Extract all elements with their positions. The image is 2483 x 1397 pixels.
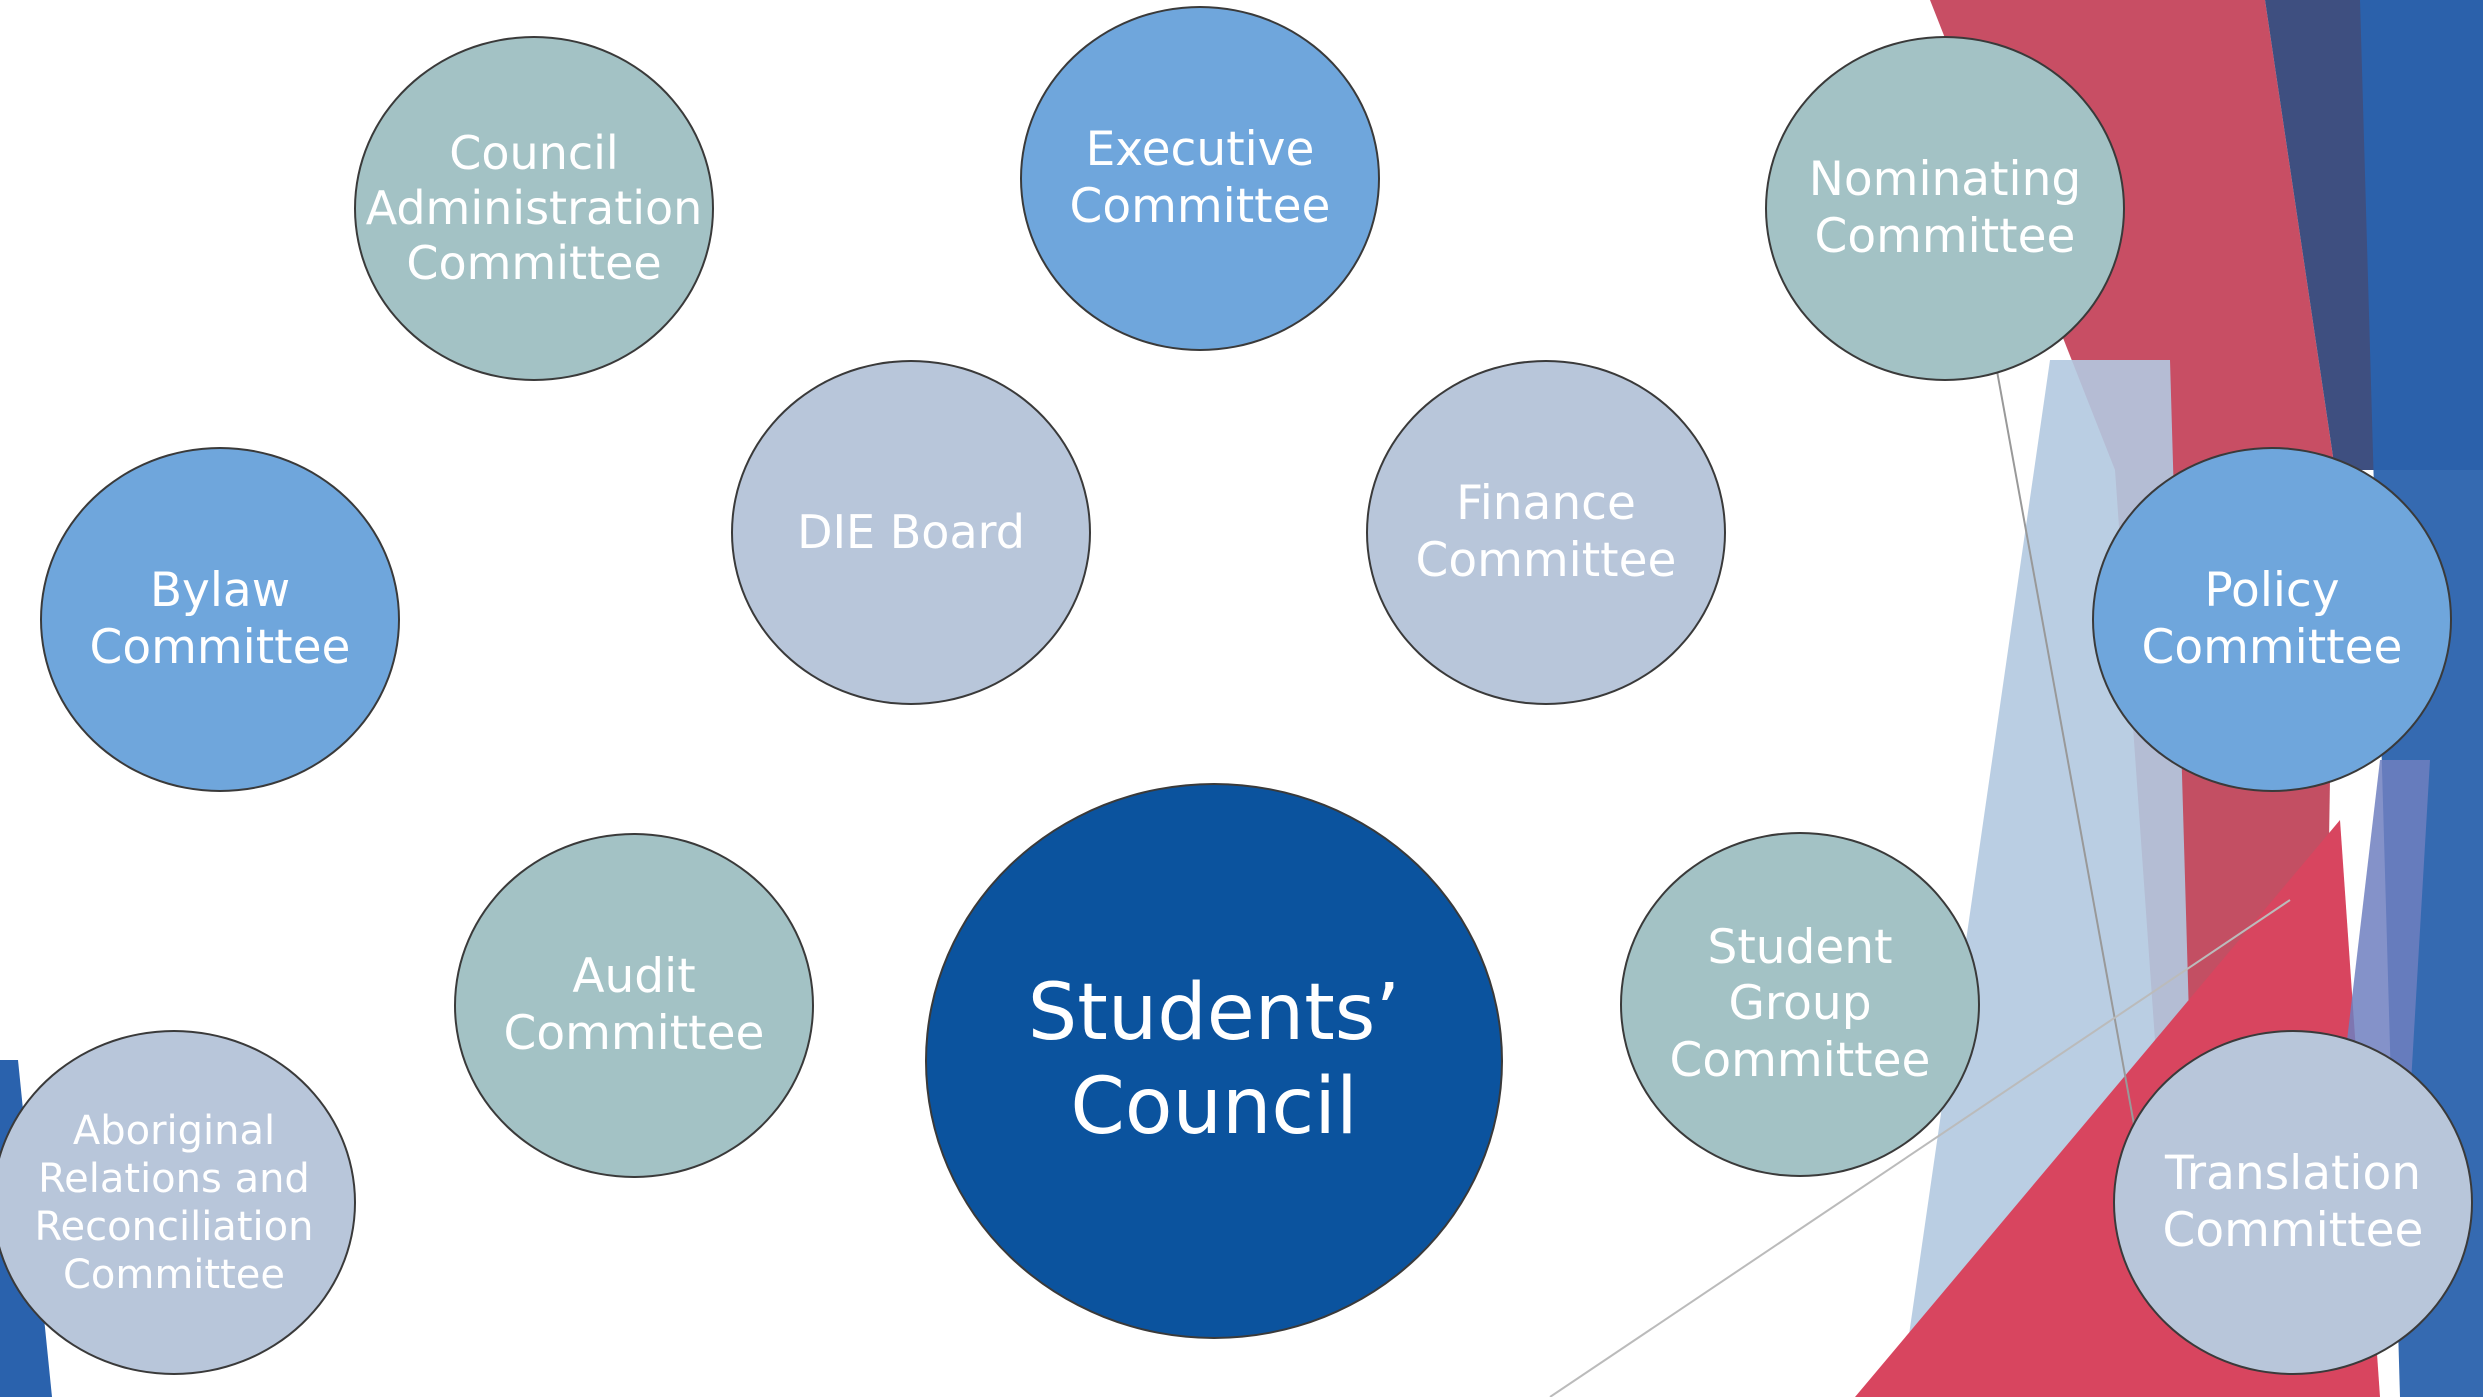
aboriginal-relations-committee-node: Aboriginal Relations and Reconciliation …: [0, 1030, 356, 1375]
audit-committee-node: Audit Committee: [454, 833, 814, 1178]
students-council-center-node: Students’ Council: [925, 783, 1503, 1339]
policy-committee-node: Policy Committee: [2092, 447, 2452, 792]
translation-committee-node: Translation Committee: [2113, 1030, 2473, 1375]
council-administration-committee-node: Council Administration Committee: [354, 36, 714, 381]
thin-line-2: [1549, 899, 2291, 1397]
finance-committee-node: Finance Committee: [1366, 360, 1726, 705]
thin-line-1: [1994, 359, 2136, 1131]
die-board-node: DIE Board: [731, 360, 1091, 705]
periwinkle-facet: [2340, 760, 2430, 1100]
executive-committee-node: Executive Committee: [1020, 6, 1380, 351]
nominating-committee-node: Nominating Committee: [1765, 36, 2125, 381]
student-group-committee-node: Student Group Committee: [1620, 832, 1980, 1177]
bylaw-committee-node: Bylaw Committee: [40, 447, 400, 792]
